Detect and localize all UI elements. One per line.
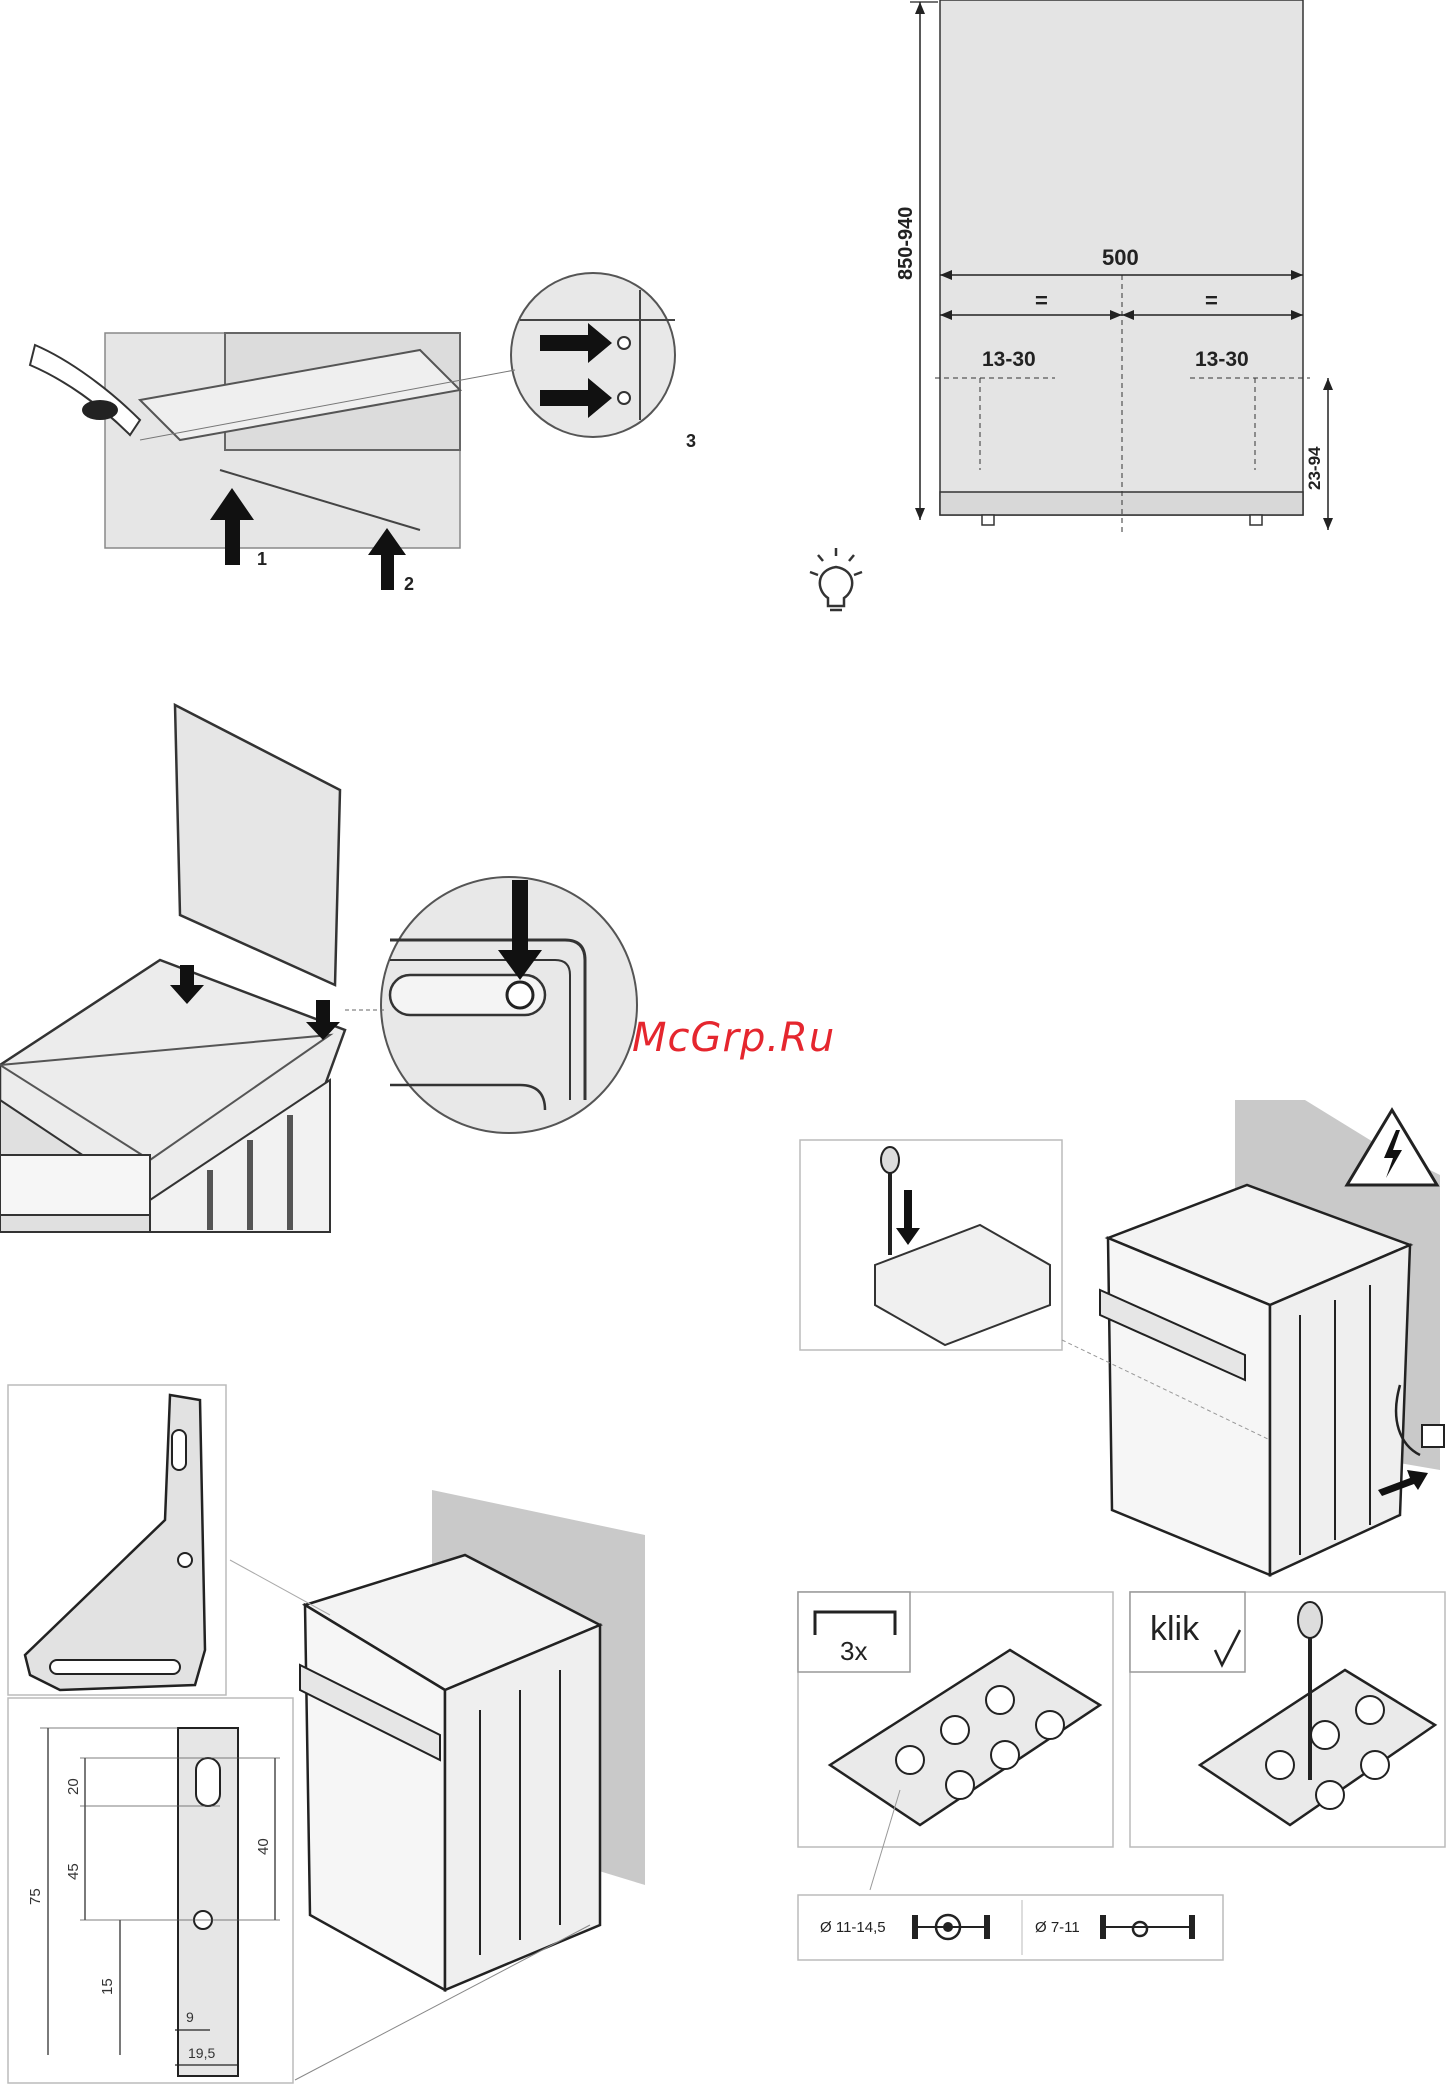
feet-dimension-label: 23-94 <box>1305 446 1324 490</box>
bracket-dim-19-5: 19,5 <box>188 2045 215 2061</box>
step-3-label: 3 <box>686 431 696 451</box>
cable-diameter-large: Ø 11-14,5 <box>820 1919 886 1936</box>
step-2-label: 2 <box>404 574 414 594</box>
half-right-label: = <box>1205 288 1218 313</box>
half-left-label: = <box>1035 288 1048 313</box>
step-1-label: 1 <box>257 549 267 569</box>
width-dimension-label: 500 <box>1102 245 1139 270</box>
bracket-dim-45: 45 <box>65 1863 82 1880</box>
height-dimension-label: 850-940 <box>895 207 917 280</box>
bracket-dim-75: 75 <box>27 1888 44 1905</box>
bracket-dim-20: 20 <box>65 1778 82 1795</box>
cable-diameter-small: Ø 7-11 <box>1035 1919 1080 1936</box>
electrical-connection-illustration: 3x klik Ø 11-14,5 Ø 7-11 <box>798 1100 1445 1960</box>
bracket-dim-15: 15 <box>99 1978 116 1995</box>
lid-panel <box>175 705 340 985</box>
offset-right-label: 13-30 <box>1195 348 1249 371</box>
anti-tip-bracket-illustration: 20 75 45 15 40 9 19,5 <box>8 1385 645 2083</box>
offset-left-label: 13-30 <box>982 348 1036 371</box>
clip-count-label: 3x <box>840 1636 867 1666</box>
bracket-dim-9: 9 <box>186 2009 194 2025</box>
lift-cooker-illustration: 1 2 3 <box>30 273 696 594</box>
klik-label: klik <box>1150 1610 1200 1648</box>
lid-fitting-illustration <box>0 705 637 1232</box>
bracket-dim-40: 40 <box>255 1838 272 1855</box>
watermark: McGrp.Ru <box>632 1015 835 1061</box>
niche-dimension-drawing: 850-940 500 = = 13-30 13-30 23-94 <box>895 0 1333 535</box>
lightbulb-tip-icon <box>810 548 862 610</box>
